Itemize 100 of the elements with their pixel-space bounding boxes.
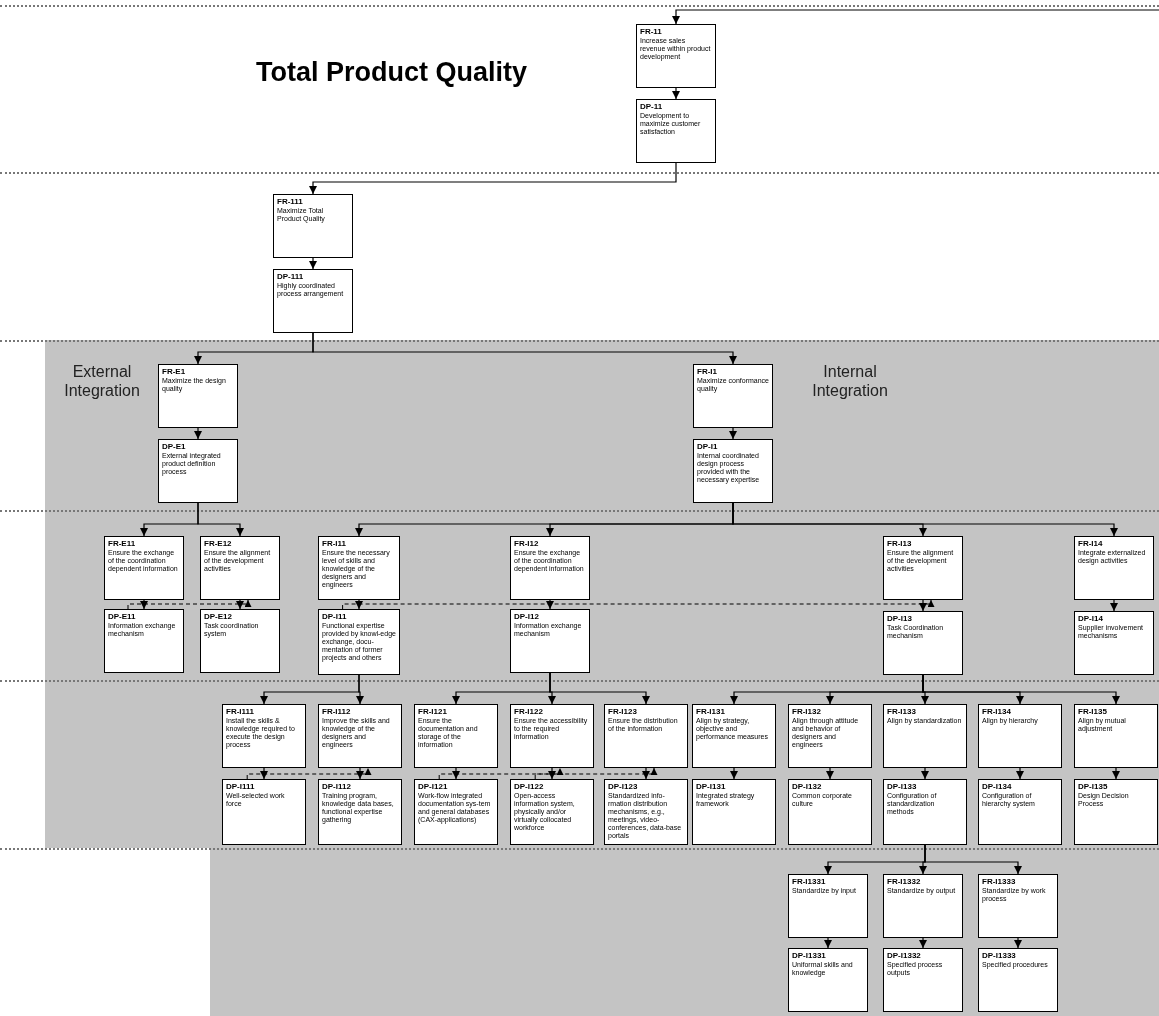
requirement-box: [604, 779, 688, 845]
section-label: External Integration: [63, 362, 141, 401]
requirement-id: DP-I123: [608, 782, 639, 792]
requirement-id: DP-I1333: [982, 951, 1017, 961]
requirement-box: [788, 874, 868, 938]
requirement-box: [222, 704, 306, 768]
requirement-box: [788, 704, 872, 768]
requirement-id: DP-I1331: [792, 951, 827, 961]
requirement-id: FR-I1332: [887, 877, 922, 887]
arrow: [235, 599, 245, 610]
requirement-box: [158, 439, 238, 503]
requirement-id: FR-I131: [696, 707, 726, 717]
requirement-id: DP-I1: [697, 442, 719, 452]
requirement-box: [222, 779, 306, 845]
arrow: [825, 767, 835, 780]
arrow: [139, 599, 149, 610]
requirement-box: [788, 779, 872, 845]
requirement-id: DP-111: [277, 272, 305, 282]
requirement-id: DP-I112: [322, 782, 352, 792]
requirement-id: FR-111: [277, 197, 304, 207]
requirement-id: DP-E11: [108, 612, 137, 622]
requirement-box: [693, 439, 773, 503]
requirement-id: FR-I132: [792, 707, 822, 717]
arrow: [918, 937, 928, 949]
requirement-box: [636, 24, 716, 88]
requirement-box: [273, 194, 353, 258]
arrow: [193, 427, 203, 440]
requirement-box: [883, 536, 963, 600]
requirement-id: FR-E1: [162, 367, 187, 377]
arrow: [1013, 937, 1023, 949]
requirement-box: [978, 874, 1058, 938]
requirement-box: [510, 609, 590, 673]
requirement-id: FR-I112: [322, 707, 352, 717]
requirement-id: DP-I132: [792, 782, 823, 792]
arrow: [732, 502, 1119, 537]
dashed-arrow: [342, 599, 935, 610]
requirement-box: [636, 99, 716, 163]
requirement-box: [1074, 779, 1158, 845]
arrow: [729, 767, 739, 780]
requirement-id: DP-I13: [887, 614, 913, 624]
requirement-box: [414, 704, 498, 768]
requirement-box: [510, 704, 594, 768]
requirement-id: DP-I111: [226, 782, 256, 792]
arrow: [549, 672, 651, 705]
requirement-box: [692, 779, 776, 845]
requirement-id: DP-I133: [887, 782, 918, 792]
requirement-id: DP-I121: [418, 782, 449, 792]
requirement-box: [318, 779, 402, 845]
requirement-box: [978, 704, 1062, 768]
requirement-box: [1074, 611, 1154, 675]
arrow: [641, 767, 651, 780]
requirement-id: FR-I121: [418, 707, 448, 717]
requirement-id: FR-I135: [1078, 707, 1108, 717]
requirement-id: FR-E12: [204, 539, 233, 549]
requirement-box: [200, 536, 280, 600]
requirement-box: [692, 704, 776, 768]
dashed-arrow: [246, 767, 372, 780]
requirement-id: FR-I14: [1078, 539, 1104, 549]
requirement-id: DP-11: [640, 102, 664, 112]
arrow: [1109, 599, 1119, 612]
requirement-id: DP-I1332: [887, 951, 922, 961]
arrow: [1015, 767, 1025, 780]
requirement-id: DP-I135: [1078, 782, 1109, 792]
arrow: [922, 674, 1121, 705]
arrow: [312, 332, 738, 365]
arrow: [1111, 767, 1121, 780]
requirement-id: FR-11: [640, 27, 663, 37]
requirement-box: [883, 779, 967, 845]
requirement-id: FR-I1333: [982, 877, 1017, 887]
requirement-box: [883, 948, 963, 1012]
requirement-box: [693, 364, 773, 428]
requirement-box: [104, 609, 184, 673]
section-label: Internal Integration: [811, 362, 889, 401]
requirement-id: FR-I123: [608, 707, 638, 717]
requirement-box: [318, 609, 400, 675]
requirement-box: [158, 364, 238, 428]
requirement-id: FR-I1: [697, 367, 718, 377]
arrow: [924, 844, 1023, 875]
requirement-id: FR-I1331: [792, 877, 827, 887]
diagram-title: Total Product Quality: [256, 56, 527, 89]
arrow: [918, 599, 928, 612]
requirement-id: FR-I13: [887, 539, 913, 549]
requirement-box: [318, 536, 400, 600]
requirement-box: [978, 948, 1058, 1012]
requirement-id: DP-E1: [162, 442, 187, 452]
arrow: [354, 599, 364, 610]
requirement-id: FR-I133: [887, 707, 917, 717]
requirement-id: FR-I111: [226, 707, 255, 717]
arrow: [197, 502, 245, 537]
requirement-id: FR-I122: [514, 707, 544, 717]
requirement-box: [883, 611, 963, 675]
requirement-box: [318, 704, 402, 768]
requirement-box: [510, 536, 590, 600]
arrow: [355, 674, 365, 705]
requirement-id: DP-I131: [696, 782, 727, 792]
requirement-box: [510, 779, 594, 845]
requirement-id: DP-I12: [514, 612, 540, 622]
requirement-box: [414, 779, 498, 845]
requirement-id: DP-I11: [322, 612, 348, 622]
arrow: [920, 767, 930, 780]
